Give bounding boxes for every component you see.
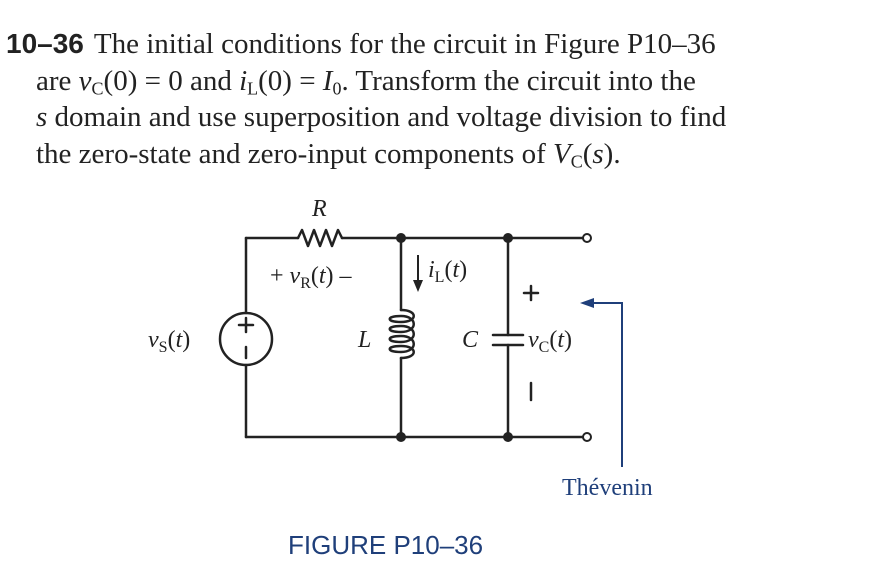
- resistor-symbol: [296, 228, 344, 248]
- node-bottom-inductor: [396, 432, 406, 442]
- capacitor-voltage-label: vC(t): [528, 327, 572, 356]
- terminal-top: [582, 233, 592, 243]
- inductor-symbol: [388, 308, 415, 360]
- thevenin-label: Thévenin: [562, 475, 653, 501]
- problem-line-2: are vC(0) = 0 and iL(0) = I0. Transform …: [36, 64, 696, 98]
- node-bottom-capacitor: [503, 432, 513, 442]
- problem-statement: 10–36 The initial conditions for the circ…: [6, 26, 866, 172]
- resistor-voltage-label: + vR(t) –: [270, 263, 353, 292]
- figure-caption: FIGURE P10–36: [288, 530, 484, 560]
- resistor-label: R: [311, 196, 327, 222]
- cap-plus-sign: [522, 284, 540, 302]
- problem-line-1: 10–36 The initial conditions for the circ…: [6, 26, 866, 63]
- source-label: vS(t): [148, 327, 190, 356]
- inductor-current-label: iL(t): [428, 257, 467, 286]
- inductor-current-arrowhead: [413, 280, 423, 292]
- thevenin-pointer-arrowhead: [580, 298, 594, 308]
- voltage-source-symbol: [218, 311, 274, 367]
- node-top-capacitor: [503, 233, 513, 243]
- problem-line-3: s domain and use superposition and volta…: [36, 101, 727, 133]
- terminal-bottom: [582, 432, 592, 442]
- problem-number: 10–36: [6, 28, 84, 59]
- problem-line-4: the zero-state and zero-input components…: [36, 137, 621, 171]
- inductor-label: L: [357, 327, 371, 353]
- thevenin-pointer-line: [592, 302, 623, 467]
- capacitor-label: C: [462, 327, 479, 353]
- source-plus-sign: [237, 316, 255, 334]
- problem-text-line-1: The initial conditions for the circuit i…: [93, 28, 716, 60]
- node-top-inductor: [396, 233, 406, 243]
